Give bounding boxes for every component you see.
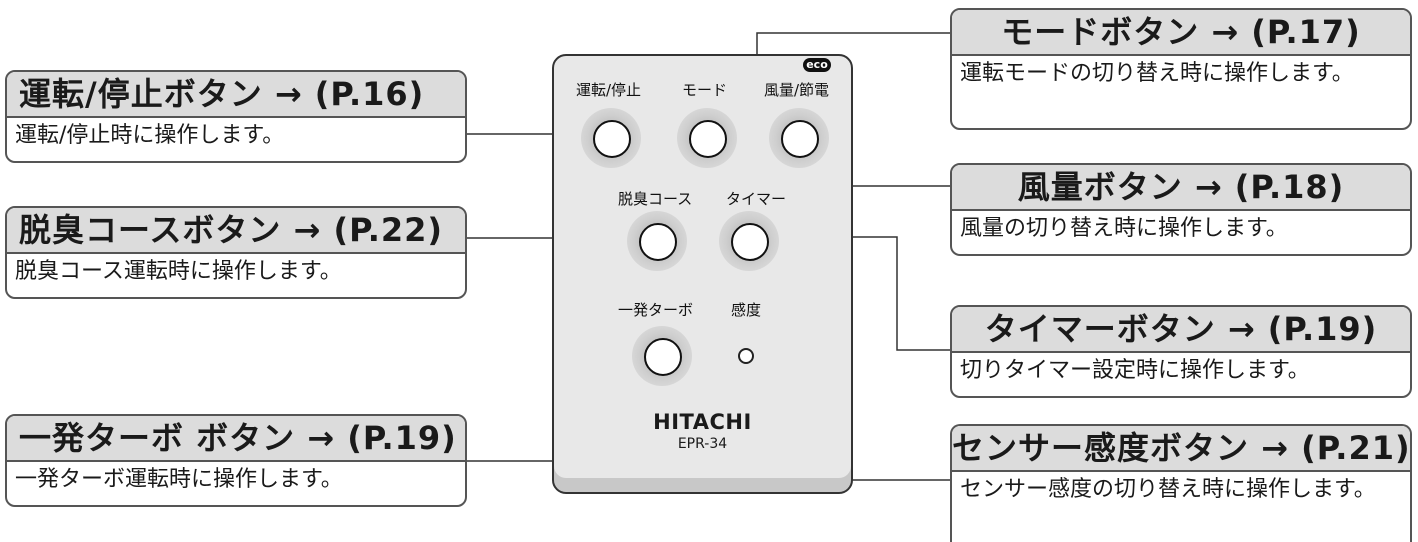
- callout-title: 脱臭コースボタン → (P.22): [7, 208, 465, 254]
- callout-title: センサー感度ボタン → (P.21): [952, 426, 1410, 472]
- callout-turbo: 一発ターボ ボタン → (P.19) 一発ターボ運転時に操作します。: [5, 414, 467, 507]
- sensitivity-button[interactable]: [738, 348, 754, 364]
- mode-button[interactable]: [677, 108, 737, 168]
- callout-title: 一発ターボ ボタン → (P.19): [7, 416, 465, 462]
- callout-run-stop: 運転/停止ボタン → (P.16) 運転/停止時に操作します。: [5, 70, 467, 163]
- brand-logo: HITACHI: [653, 410, 752, 434]
- label-fan: 風量/節電: [764, 81, 830, 99]
- callout-deodorize: 脱臭コースボタン → (P.22) 脱臭コース運転時に操作します。: [5, 206, 467, 299]
- model-number: EPR-34: [677, 436, 728, 452]
- callout-description: 切りタイマー設定時に操作します。: [960, 358, 1310, 383]
- callout-description: 脱臭コース運転時に操作します。: [15, 259, 342, 284]
- eco-badge: eco: [803, 58, 831, 72]
- callout-description: 運転/停止時に操作します。: [15, 123, 285, 148]
- callout-description: 運転モードの切り替え時に操作します。: [960, 61, 1354, 86]
- label-run-stop: 運転/停止: [576, 81, 642, 99]
- label-deodorize: 脱臭コース: [618, 190, 693, 208]
- label-mode: モード: [682, 81, 728, 99]
- callout-description: 一発ターボ運転時に操作します。: [15, 467, 343, 492]
- label-timer: タイマー: [726, 190, 787, 208]
- label-sensitivity: 感度: [731, 301, 762, 319]
- fan-button[interactable]: [769, 108, 829, 168]
- callout-title: タイマーボタン → (P.19): [952, 307, 1410, 353]
- callout-title: 運転/停止ボタン → (P.16): [7, 72, 465, 118]
- remote-control: eco 運転/停止 モード 風量/節電 脱臭コース タイマー 一発ターボ 感度 …: [552, 54, 853, 494]
- label-turbo: 一発ターボ: [618, 301, 694, 319]
- callout-title: 風量ボタン → (P.18): [952, 165, 1410, 211]
- turbo-button[interactable]: [632, 326, 692, 386]
- callout-title: モードボタン → (P.17): [952, 10, 1410, 56]
- run-stop-button[interactable]: [581, 108, 641, 168]
- callout-timer: タイマーボタン → (P.19) 切りタイマー設定時に操作します。: [950, 305, 1412, 398]
- timer-button[interactable]: [719, 211, 779, 271]
- callout-fan: 風量ボタン → (P.18) 風量の切り替え時に操作します。: [950, 163, 1412, 256]
- callout-mode: モードボタン → (P.17) 運転モードの切り替え時に操作します。: [950, 8, 1412, 130]
- callout-sensor: センサー感度ボタン → (P.21) センサー感度の切り替え時に操作します。: [950, 424, 1412, 542]
- callout-description: 風量の切り替え時に操作します。: [960, 216, 1288, 241]
- callout-description: センサー感度の切り替え時に操作します。: [960, 477, 1376, 502]
- deodorize-button[interactable]: [627, 211, 687, 271]
